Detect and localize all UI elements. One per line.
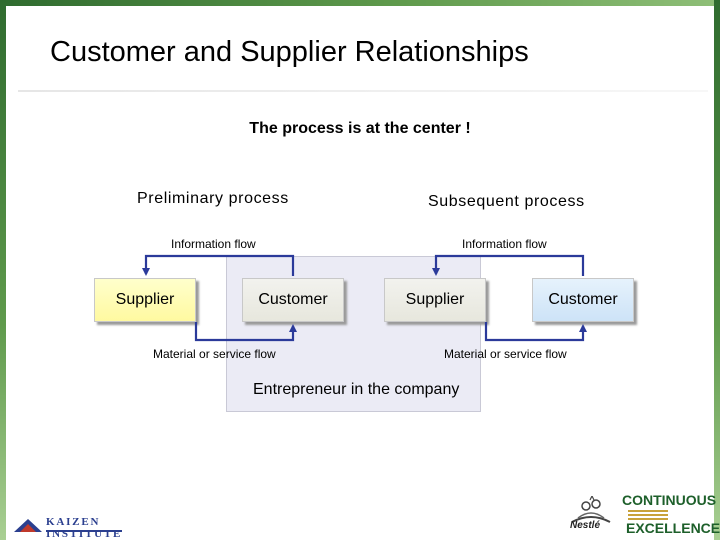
left-supplier-box: Supplier	[94, 278, 196, 322]
left-supplier-label: Supplier	[115, 291, 175, 308]
kaizen-logo-underline	[46, 530, 122, 532]
right-material-flow-arrow	[484, 322, 587, 342]
nestle-nest-icon	[571, 496, 611, 523]
slide-subtitle: The process is at the center !	[249, 120, 471, 137]
preliminary-process-heading: Preliminary process	[137, 190, 289, 207]
nestle-logo-text: Nestlé	[570, 520, 601, 531]
continuous-logo-text: CONTINUOUS	[622, 492, 717, 508]
ce-logo-tagline-lines	[628, 508, 668, 522]
right-supplier-box: Supplier	[384, 278, 486, 322]
slide-frame-right	[714, 0, 720, 540]
left-material-flow-arrow	[194, 322, 297, 342]
kaizen-mark-icon	[14, 516, 42, 532]
left-customer-box: Customer	[242, 278, 344, 322]
title-divider	[18, 90, 708, 92]
continuous-excellence-logo: Nestlé CONTINUOUS EXCELLENCE	[568, 492, 720, 538]
right-supplier-label: Supplier	[405, 291, 465, 308]
entrepreneur-label: Entrepreneur in the company	[253, 381, 460, 398]
right-information-flow-arrow	[432, 254, 585, 276]
left-information-flow-arrow	[142, 254, 295, 276]
right-information-flow-label: Information flow	[462, 237, 547, 251]
kaizen-logo-text: KAIZEN INSTITUTE	[46, 516, 123, 540]
slide-title: Customer and Supplier Relationships	[50, 36, 529, 68]
right-customer-label: Customer	[548, 291, 618, 308]
right-material-flow-label: Material or service flow	[444, 347, 567, 361]
left-material-flow-label: Material or service flow	[153, 347, 276, 361]
right-customer-box: Customer	[532, 278, 634, 322]
excellence-logo-text: EXCELLENCE	[626, 520, 720, 536]
subsequent-process-heading: Subsequent process	[428, 193, 585, 210]
slide-frame-top	[0, 0, 720, 6]
left-customer-label: Customer	[258, 291, 328, 308]
kaizen-institute-logo: KAIZEN INSTITUTE	[14, 512, 122, 540]
slide-frame-left	[0, 0, 6, 540]
left-information-flow-label: Information flow	[171, 237, 256, 251]
